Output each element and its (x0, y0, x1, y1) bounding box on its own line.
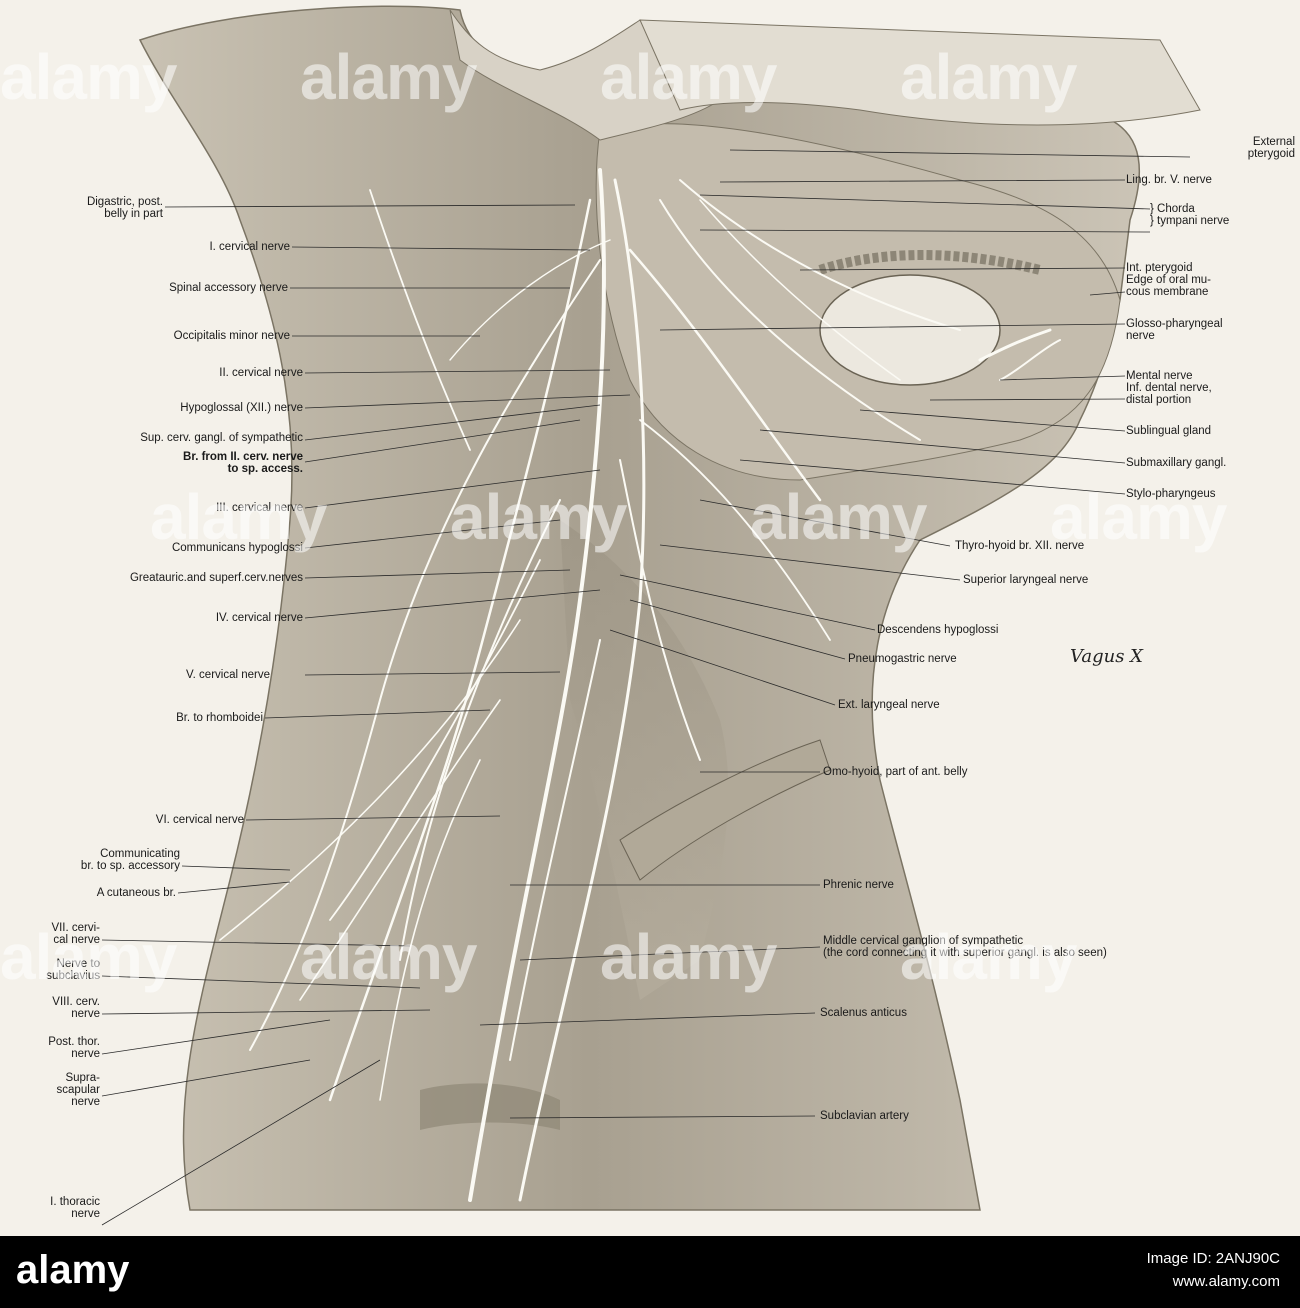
label-mental: Mental nerve Inf. dental nerve, distal p… (1126, 370, 1212, 406)
watermark-logo: alamy (16, 1248, 130, 1292)
label-c2: II. cervical nerve (219, 367, 303, 379)
label-subclavian: Subclavian artery (820, 1110, 909, 1122)
watermark-10: alamy (300, 921, 477, 993)
label-c5: V. cervical nerve (186, 669, 270, 681)
handwritten-note: Vagus X (1070, 646, 1143, 667)
watermark-bar (0, 1236, 1300, 1308)
watermark-1: alamy (0, 41, 177, 113)
label-glosso: Glosso-pharyngeal nerve (1126, 318, 1223, 342)
label-pneumogastric: Pneumogastric nerve (848, 653, 957, 665)
label-suprascapular: Supra- scapular nerve (56, 1072, 100, 1108)
label-spinal-accessory: Spinal accessory nerve (169, 282, 288, 294)
label-c8: VIII. cerv. nerve (52, 996, 100, 1020)
label-communicans: Communicans hypoglossi (171, 542, 303, 554)
label-c6: VI. cervical nerve (155, 814, 244, 826)
watermark-11: alamy (600, 921, 777, 993)
label-sup-laryngeal: Superior laryngeal nerve (963, 574, 1089, 586)
image-id: Image ID: 2ANJ90C (1146, 1250, 1280, 1267)
label-subclavius: Nerve to subclavius (46, 958, 100, 982)
deep-muscle (560, 520, 729, 1000)
watermark-6: alamy (450, 481, 627, 553)
label-phrenic: Phrenic nerve (823, 879, 894, 891)
watermark-4: alamy (900, 41, 1077, 113)
watermark-7: alamy (750, 481, 927, 553)
label-rhomboidei: Br. to rhomboidei (176, 712, 263, 724)
label-c1: I. cervical nerve (209, 241, 290, 253)
label-digastric: Digastric, post. belly in part (86, 196, 163, 220)
upper-face (639, 19, 1201, 126)
watermark-2: alamy (300, 41, 477, 113)
watermark-12: alamy (900, 921, 1077, 993)
label-stylo: Stylo-pharyngeus (1126, 488, 1216, 500)
label-t1: I. thoracic nerve (50, 1196, 100, 1220)
label-cutaneous: A cutaneous br. (96, 887, 176, 899)
label-ling-br: Ling. br. V. nerve (1126, 174, 1212, 186)
omo-hyoid-muscle (619, 739, 831, 881)
label-omo-hyoid: Omo-hyoid, part of ant. belly (823, 766, 968, 778)
label-ext-pterygoid: External pterygoid (1247, 136, 1295, 160)
label-post-thor: Post. thor. nerve (48, 1036, 100, 1060)
label-ext-laryngeal: Ext. laryngeal nerve (838, 699, 940, 711)
watermark-8: alamy (1050, 481, 1227, 553)
label-sup-cerv-gangl: Sup. cerv. gangl. of sympathetic (140, 432, 303, 444)
label-c3: III. cervical nerve (216, 502, 303, 514)
nerve-network (219, 168, 1061, 1202)
label-int-pterygoid: Int. pterygoid Edge of oral mu- cous mem… (1126, 262, 1212, 298)
teeth-row (818, 250, 1042, 275)
watermark-url: www.alamy.com (1172, 1273, 1280, 1290)
label-occipitalis-minor: Occipitalis minor nerve (173, 330, 290, 342)
subclavian-artery-shape (420, 1083, 560, 1130)
label-submax: Submaxillary gangl. (1126, 457, 1227, 469)
watermark-9: alamy (0, 921, 177, 993)
label-great-auric: Greatauric.and superf.cerv.nerves (129, 572, 303, 584)
leader-lines-left (101, 204, 631, 1226)
label-c4: IV. cervical nerve (215, 612, 303, 624)
label-hypoglossal: Hypoglossal (XII.) nerve (180, 402, 303, 414)
label-br-from-c2: Br. from II. cerv. nerve to sp. access. (183, 451, 303, 475)
oral-opening (819, 274, 1001, 386)
label-middle-cerv: Middle cervical ganglion of sympathetic … (823, 935, 1107, 959)
label-sublingual: Sublingual gland (1126, 425, 1212, 437)
label-thyro-hyoid: Thyro-hyoid br. XII. nerve (955, 540, 1085, 552)
leader-lines-right (479, 149, 1191, 1119)
watermark-info: Image ID: 2ANJ90C www.alamy.com (1147, 1250, 1280, 1290)
label-communicating-br: Communicating br. to sp. accessory (80, 848, 180, 872)
watermark-3: alamy (600, 41, 777, 113)
watermark-5: alamy (150, 481, 327, 553)
label-scalenus: Scalenus anticus (820, 1007, 907, 1019)
label-c7: VII. cervi- cal nerve (51, 922, 100, 946)
label-chorda: } Chorda } tympani nerve (1150, 203, 1230, 227)
label-descendens: Descendens hypoglossi (877, 624, 999, 636)
